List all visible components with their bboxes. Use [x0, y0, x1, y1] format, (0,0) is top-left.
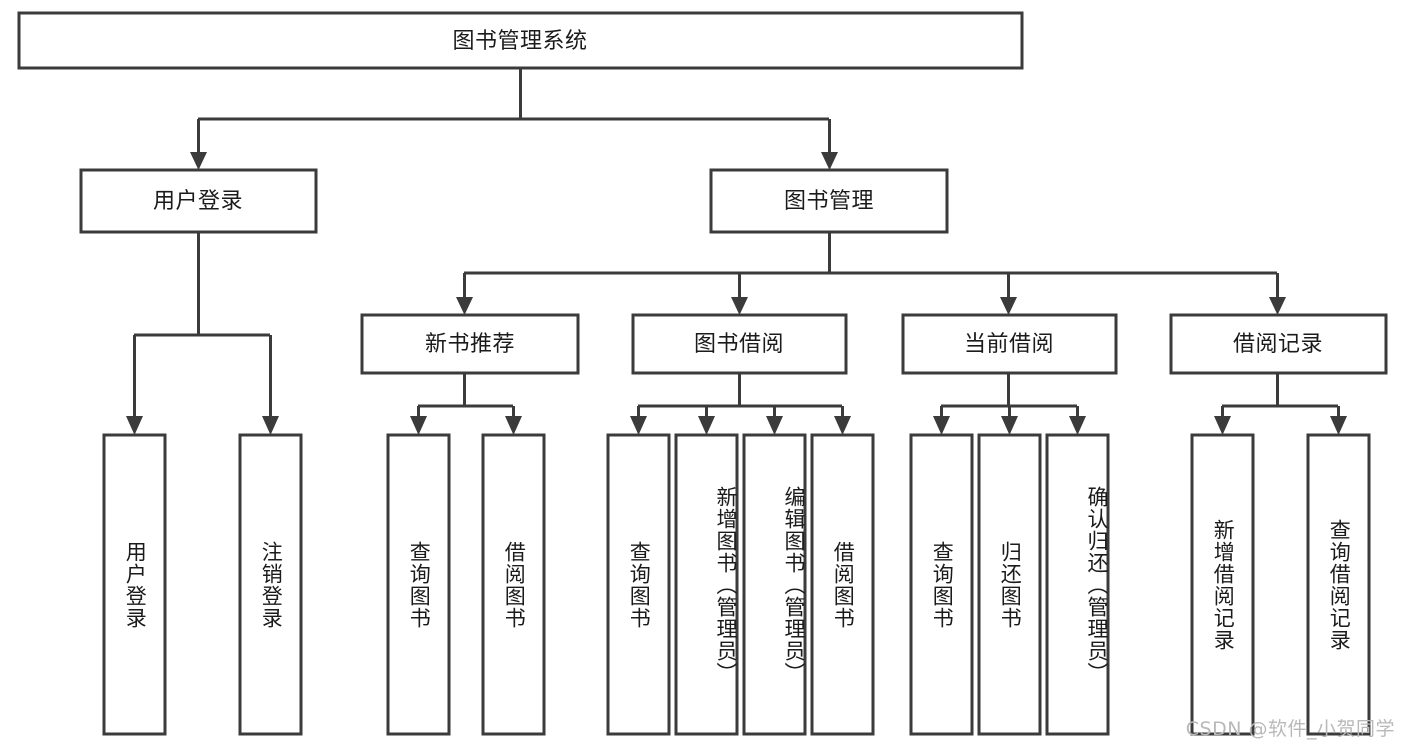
node-label-book-manage: 图书管理	[784, 189, 874, 214]
node-label-root: 图书管理系统	[452, 29, 587, 54]
arrowhead-user-login	[190, 152, 207, 170]
arrowhead-leaf-edit-book	[766, 416, 783, 435]
node-box-leaf-user-login[interactable]	[102, 433, 167, 736]
arrowhead-leaf-query-record	[1330, 416, 1347, 435]
node-box-leaf-query-book-3[interactable]	[909, 433, 974, 736]
arrowhead-leaf-user-login	[126, 416, 143, 435]
node-box-leaf-add-book[interactable]	[674, 433, 739, 736]
arrowhead-leaf-query-book-1	[410, 416, 427, 435]
arrowhead-book-borrow	[731, 297, 748, 315]
arrowhead-new-book-recommend	[456, 297, 473, 315]
node-box-leaf-query-book-1[interactable]	[386, 433, 451, 736]
node-box-root[interactable]	[17, 11, 1024, 70]
node-label-new-book-recommend: 新书推荐	[425, 332, 515, 357]
arrowhead-leaf-query-book-3	[933, 416, 950, 435]
node-box-book-borrow[interactable]	[631, 313, 848, 375]
node-box-leaf-borrow-book-1[interactable]	[481, 433, 546, 736]
node-box-leaf-logout-login[interactable]	[238, 433, 303, 736]
node-box-leaf-query-record[interactable]	[1306, 433, 1371, 736]
arrowhead-leaf-add-record	[1214, 416, 1231, 435]
node-label-book-borrow: 图书借阅	[694, 332, 784, 357]
node-box-leaf-edit-book[interactable]	[742, 433, 807, 736]
arrowhead-borrow-record	[1269, 297, 1286, 315]
arrowhead-leaf-borrow-book-1	[505, 416, 522, 435]
node-box-leaf-query-book-2[interactable]	[606, 433, 671, 736]
arrowhead-leaf-query-book-2	[630, 416, 647, 435]
arrowhead-current-borrow	[1000, 297, 1017, 315]
node-box-leaf-return-book[interactable]	[977, 433, 1042, 736]
node-box-leaf-confirm-return[interactable]	[1045, 433, 1110, 736]
arrowhead-leaf-borrow-book-2	[834, 416, 851, 435]
arrowhead-leaf-add-book	[698, 416, 715, 435]
node-layer: 图书管理系统 用户登录 图书管理 新书推荐 图书借阅 当前借阅 借阅记录	[17, 11, 1388, 736]
node-label-current-borrow: 当前借阅	[964, 332, 1054, 357]
connector-layer	[126, 68, 1347, 435]
node-box-new-book-recommend[interactable]	[360, 313, 580, 375]
node-box-leaf-borrow-book-2[interactable]	[810, 433, 875, 736]
csdn-watermark: CSDN @软件_小贺同学	[1185, 718, 1395, 740]
arrowhead-leaf-return-book	[1001, 416, 1018, 435]
node-box-book-manage[interactable]	[709, 168, 949, 234]
node-box-borrow-record[interactable]	[1169, 313, 1388, 375]
arrowhead-leaf-logout-login	[262, 416, 279, 435]
node-label-user-login: 用户登录	[153, 189, 243, 214]
node-box-leaf-add-record[interactable]	[1190, 433, 1255, 736]
node-box-user-login[interactable]	[79, 168, 318, 234]
arrowhead-book-manage	[821, 152, 838, 170]
arrowhead-leaf-confirm-return	[1069, 416, 1086, 435]
node-label-borrow-record: 借阅记录	[1233, 332, 1323, 357]
node-box-current-borrow[interactable]	[901, 313, 1118, 375]
